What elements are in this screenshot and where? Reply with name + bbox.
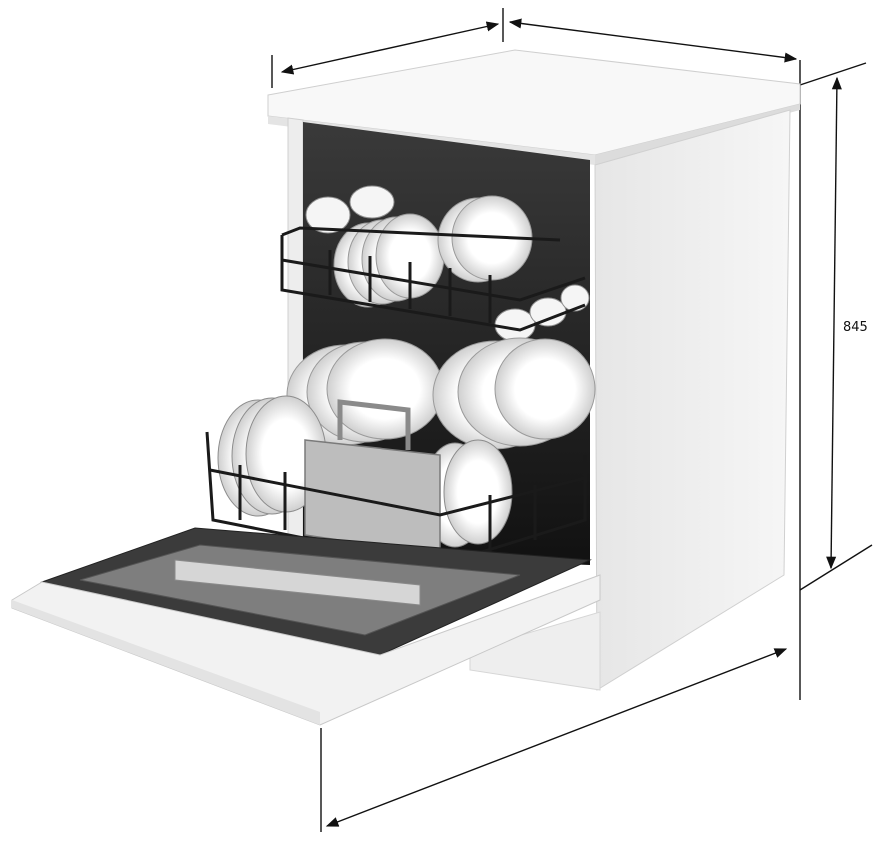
cutlery-basket-handle bbox=[337, 399, 411, 450]
lower-rack bbox=[205, 337, 596, 567]
plinth bbox=[469, 611, 601, 691]
lower-plate bbox=[326, 338, 444, 440]
height-dimension-label: 845 bbox=[843, 320, 868, 335]
extension-line-right-upper-diag bbox=[799, 62, 867, 86]
depth-dimension-arrow bbox=[508, 18, 798, 63]
cup bbox=[349, 185, 395, 219]
cup bbox=[305, 196, 351, 234]
lower-plate bbox=[494, 338, 596, 440]
cup bbox=[529, 297, 567, 327]
lower-plates-front bbox=[217, 395, 513, 548]
side-panel bbox=[594, 109, 791, 691]
dishwasher bbox=[11, 49, 801, 726]
top-panel-edge-right bbox=[595, 104, 800, 165]
lower-plate bbox=[443, 439, 513, 545]
upper-plates bbox=[333, 195, 533, 308]
upper-rack bbox=[280, 185, 590, 342]
open-door bbox=[11, 527, 601, 726]
upper-cups bbox=[305, 185, 590, 342]
cutlery-basket bbox=[304, 439, 441, 556]
cup bbox=[560, 284, 590, 312]
height-dimension-arrow bbox=[826, 76, 842, 570]
extension-line-right-lower-diag bbox=[799, 544, 873, 591]
width-dimension-arrow bbox=[280, 21, 500, 75]
upper-rack-wire bbox=[280, 226, 586, 332]
door-cutlery-tray bbox=[174, 559, 421, 606]
door-bottom-edge bbox=[12, 600, 320, 725]
open-depth-dimension-arrow bbox=[325, 648, 788, 827]
dimension-lines bbox=[271, 8, 873, 832]
lower-plates-back bbox=[286, 337, 596, 450]
front-frame-left bbox=[287, 117, 304, 591]
